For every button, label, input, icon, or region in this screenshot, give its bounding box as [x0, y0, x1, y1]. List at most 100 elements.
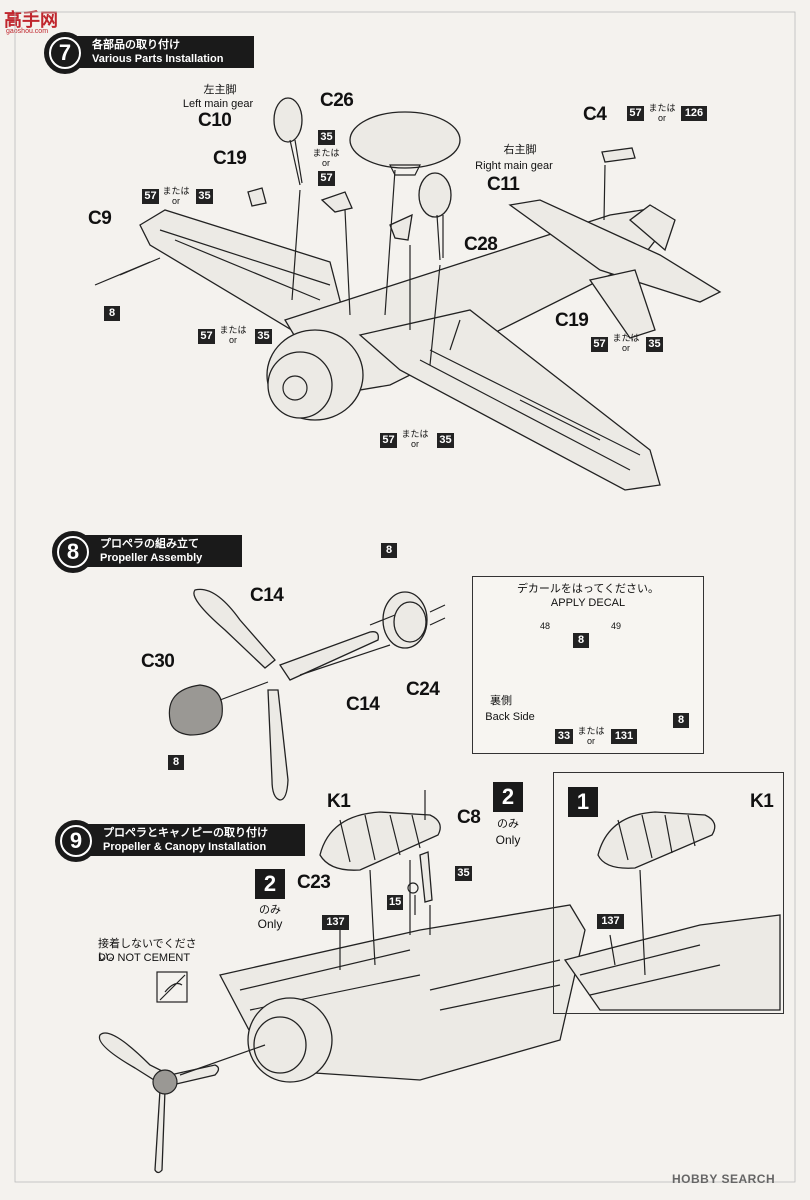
part-c14-lower: C14 [346, 694, 380, 715]
part-c10: C10 [198, 110, 232, 131]
step7-title-box: 各部品の取り付け Various Parts Installation [74, 36, 254, 68]
step9-drawing [98, 790, 586, 1174]
paint-57-gear-right: 57 [380, 433, 397, 448]
or-en-1: or [171, 196, 180, 206]
or-en-2: or [321, 158, 330, 168]
paint-137-cockpit: 137 [322, 915, 349, 930]
step9-title-en: Propeller & Canopy Installation [103, 841, 267, 853]
decal-paint-8-front: 8 [573, 633, 589, 648]
decal-text-ja: デカールをはってください。 [516, 583, 660, 595]
step7-airplane-drawing [94, 97, 722, 491]
part-k1: K1 [327, 791, 351, 812]
paint-8-spinner: 8 [168, 755, 184, 770]
or-ja-6: または [401, 429, 429, 439]
decal-paint-33: 33 [555, 729, 573, 744]
part-c11: C11 [487, 174, 520, 195]
paint-8-c9: 8 [104, 306, 120, 321]
part-c28: C28 [464, 234, 498, 255]
step9-header: プロペラとキャノピーの取り付け Propeller & Canopy Insta… [55, 820, 305, 862]
or-ja-3: または [648, 103, 676, 113]
paint-57-c4: 57 [627, 106, 644, 121]
or-en-4: or [228, 335, 237, 345]
paint-35-gear-left: 35 [255, 329, 272, 344]
or-ja-4: または [219, 325, 247, 335]
left-gear-label-en: Left main gear [182, 98, 254, 110]
decal-paint-8-tip: 8 [673, 713, 689, 728]
or-en-5: or [621, 343, 630, 353]
paint-35-c19-right: 35 [646, 337, 663, 352]
step7-number: 7 [49, 37, 81, 69]
option2-only-en-top: Only [495, 833, 521, 847]
step7-title-ja: 各部品の取り付け [92, 39, 180, 51]
step8-title-box: プロペラの組み立て Propeller Assembly [82, 535, 242, 567]
no-cement-ja: 接着しないでください。 [98, 938, 197, 963]
no-cement-en: DO NOT CEMENT [98, 952, 191, 964]
site-logo: 高手网 [4, 10, 58, 30]
part-c14-upper: C14 [250, 585, 284, 606]
site-url: gaoshou.com [6, 28, 49, 35]
decal-text-en: APPLY DECAL [550, 597, 626, 609]
paint-35-c26: 35 [318, 130, 335, 145]
part-c8: C8 [457, 807, 481, 828]
left-gear-label-ja: 左主脚 [203, 84, 237, 96]
part-c30: C30 [141, 651, 175, 672]
decal-or-ja: または [577, 726, 605, 736]
step7-title-en: Various Parts Installation [92, 53, 224, 65]
part-c23: C23 [297, 872, 331, 893]
option2-only-en-left: Only [257, 917, 283, 931]
part-c24: C24 [406, 679, 440, 700]
step9-number-badge: 9 [55, 820, 97, 862]
part-c9: C9 [88, 208, 112, 229]
decal-instruction-box: デカールをはってください。 APPLY DECAL 48 49 8 裏側 Bac… [472, 576, 704, 754]
right-gear-label-en: Right main gear [475, 160, 553, 172]
paint-35-c8: 35 [455, 866, 472, 881]
decal-or-en: or [586, 736, 595, 746]
step7-number-badge: 7 [44, 32, 86, 74]
option2-only-ja-top: のみ [497, 818, 519, 830]
step9-number: 9 [60, 825, 92, 857]
part-c26: C26 [320, 90, 354, 111]
right-gear-label-ja: 右主脚 [503, 144, 537, 156]
decal-number-48: 48 [539, 621, 550, 631]
part-c19-right: C19 [555, 310, 589, 331]
option1-inset-box: 1 K1 137 [553, 772, 784, 1014]
step7-header: 各部品の取り付け Various Parts Installation 7 [44, 32, 254, 74]
part-c4: C4 [583, 104, 607, 125]
option1-part-k1: K1 [750, 791, 774, 812]
or-ja-1: または [162, 186, 190, 196]
back-side-ja: 裏側 [490, 695, 512, 707]
or-en-3: or [657, 113, 666, 123]
step8-title-ja: プロペラの組み立て [100, 538, 199, 550]
option2-badge-top: 2 [493, 782, 523, 812]
paint-35-gear-right: 35 [437, 433, 454, 448]
step8-propeller-drawing [168, 588, 446, 801]
paint-8-hub: 8 [381, 543, 397, 558]
option2-only-ja-left: のみ [259, 904, 281, 916]
or-en-6: or [410, 439, 419, 449]
step8-number-badge: 8 [52, 531, 94, 573]
paint-57-c26: 57 [318, 171, 335, 186]
paint-126-c4: 126 [681, 106, 707, 121]
option2-badge-left: 2 [255, 869, 285, 899]
step8-number: 8 [57, 536, 89, 568]
option1-paint-137: 137 [597, 914, 624, 929]
decal-number-49: 49 [610, 621, 621, 631]
option1-badge: 1 [568, 787, 598, 817]
decal-paint-131: 131 [611, 729, 637, 744]
paint-15-c23: 15 [387, 895, 403, 910]
step9-title-box: プロペラとキャノピーの取り付け Propeller & Canopy Insta… [85, 824, 305, 856]
paint-57-c19: 57 [142, 189, 159, 204]
back-side-en: Back Side [485, 711, 535, 723]
part-c19-left: C19 [213, 148, 247, 169]
paint-57-c19-right: 57 [591, 337, 608, 352]
step9-title-ja: プロペラとキャノピーの取り付け [103, 827, 268, 839]
paint-35-c19: 35 [196, 189, 213, 204]
or-ja-2: または [312, 148, 340, 158]
option1-drawing [563, 811, 781, 1011]
footer-watermark: HOBBY SEARCH [672, 1172, 776, 1186]
step8-header: プロペラの組み立て Propeller Assembly 8 [52, 531, 252, 573]
step8-title-en: Propeller Assembly [100, 552, 203, 564]
paint-57-gear-left: 57 [198, 329, 215, 344]
